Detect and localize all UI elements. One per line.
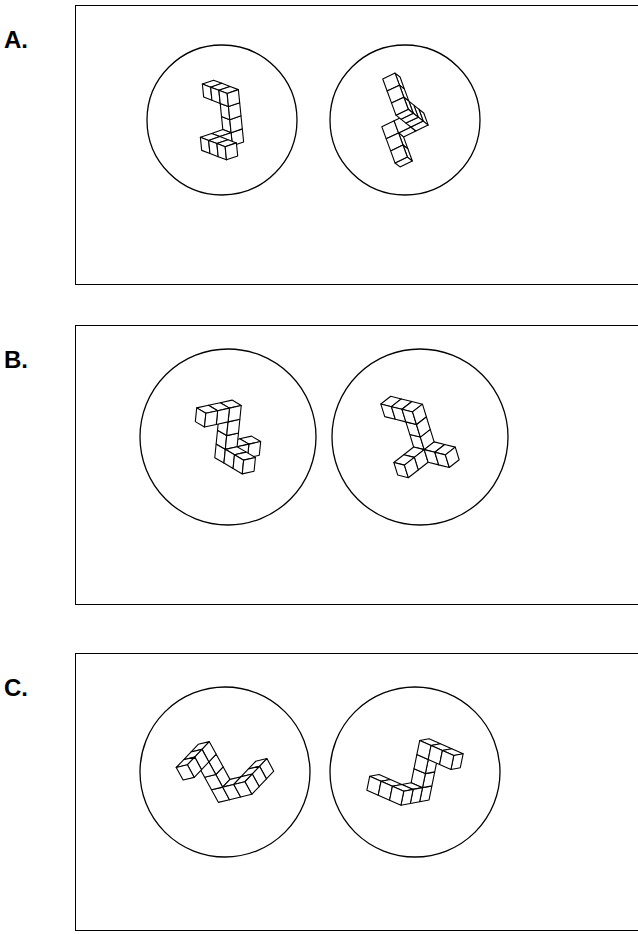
cube-figure <box>381 396 459 477</box>
cube-face <box>227 90 240 107</box>
cube-figure <box>195 400 260 474</box>
cube-face <box>200 137 210 153</box>
cube-face <box>216 408 229 424</box>
cube-figure <box>367 739 463 805</box>
cube-face <box>242 458 255 474</box>
panel-label: C. <box>4 676 28 700</box>
cube-face <box>234 782 252 797</box>
cube-face <box>176 765 194 780</box>
cube-face <box>209 140 219 156</box>
cube-figure <box>382 73 428 167</box>
cube-face <box>445 447 459 467</box>
figure-circle <box>140 687 310 857</box>
panel-label: A. <box>4 28 28 52</box>
cube-face <box>392 97 409 115</box>
cube-figure <box>200 80 243 160</box>
figure-circle <box>330 687 500 857</box>
cube-face <box>440 750 454 769</box>
cube-face <box>219 90 229 106</box>
figure-circle <box>140 349 316 525</box>
cube-figure <box>176 742 274 803</box>
cube-face <box>404 457 418 477</box>
cube-face <box>390 786 404 805</box>
cube-face <box>413 404 427 424</box>
cube-face <box>225 143 238 160</box>
panel-label: B. <box>4 348 28 372</box>
figure-circle <box>330 45 480 195</box>
figure-circle <box>147 45 297 195</box>
cube-face <box>228 406 241 422</box>
figure-panel: C. <box>75 653 638 931</box>
cube-face <box>391 145 408 163</box>
cube-face <box>217 144 227 160</box>
cube-face <box>204 411 217 427</box>
figure-circle <box>332 349 508 525</box>
figure-panel: B. <box>75 325 638 605</box>
cube-face <box>211 87 221 103</box>
figure-panel: A. <box>75 5 638 285</box>
cube-face <box>202 84 212 100</box>
